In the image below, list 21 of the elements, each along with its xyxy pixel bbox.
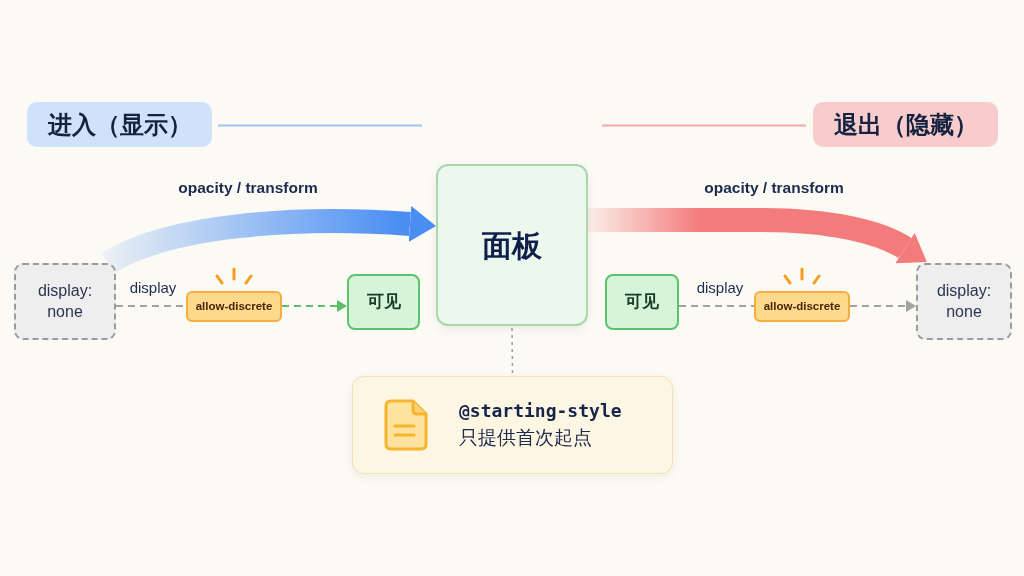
keyword-tag: allow-discrete [754, 291, 850, 322]
connector-line [116, 304, 186, 308]
code-text: @starting-style [459, 399, 622, 422]
panel-box: 面板 [436, 164, 588, 326]
edge-label: display [127, 279, 179, 297]
keyword-tag: allow-discrete [186, 291, 282, 322]
state-box: display: none [916, 263, 1012, 340]
connector-line [679, 304, 754, 308]
connector-line [511, 327, 514, 375]
state-box: display: none [14, 263, 116, 340]
section-heading: 退出（隐藏） [813, 102, 998, 147]
flow-arrow [588, 208, 928, 264]
arrow [282, 300, 347, 312]
state-box: 可见 [605, 274, 679, 330]
note-text: 只提供首次起点 [459, 427, 592, 451]
state-box: 可见 [347, 274, 420, 330]
arrow [850, 300, 916, 312]
edge-label: display [694, 279, 746, 297]
note-card [352, 376, 673, 474]
section-heading: 进入（显示） [27, 102, 212, 147]
flow-arrow [102, 206, 436, 274]
